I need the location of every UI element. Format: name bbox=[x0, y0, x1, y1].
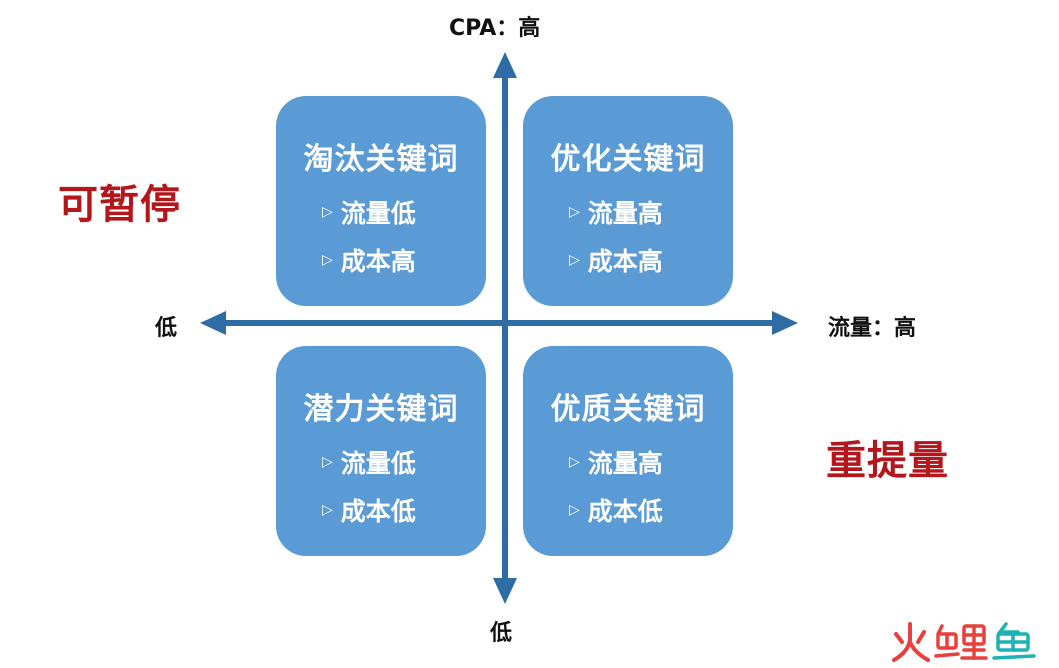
triangle-bullet-icon: ▷ bbox=[322, 204, 333, 220]
quadrant-item: ▷ 成本高 bbox=[569, 242, 663, 278]
x-axis-high-label: 流量：高 bbox=[828, 316, 917, 341]
quadrant-quality: 优质关键词 ▷ 流量高 ▷ 成本低 bbox=[523, 346, 733, 556]
quadrant-item-label: 流量低 bbox=[340, 449, 416, 478]
y-axis-arrow-up bbox=[493, 52, 517, 78]
y-axis-arrow-down bbox=[493, 578, 517, 604]
quadrant-title: 淘汰关键词 bbox=[303, 142, 459, 177]
triangle-bullet-icon: ▷ bbox=[322, 502, 333, 518]
y-axis-high-label: CPA：高 bbox=[449, 16, 541, 41]
side-label-pausable: 可暂停 bbox=[58, 182, 181, 228]
triangle-bullet-icon: ▷ bbox=[322, 454, 333, 470]
triangle-bullet-icon: ▷ bbox=[322, 252, 333, 268]
quadrant-item-label: 成本高 bbox=[587, 247, 663, 276]
watermark-logo-graphic bbox=[892, 622, 1036, 662]
side-label-boost: 重提量 bbox=[826, 438, 949, 484]
quadrant-item-label: 流量高 bbox=[587, 449, 663, 478]
x-axis-arrow-left bbox=[200, 311, 226, 335]
x-axis-arrow-right bbox=[772, 311, 798, 335]
quadrant-item: ▷ 成本低 bbox=[322, 492, 416, 528]
triangle-bullet-icon: ▷ bbox=[569, 204, 580, 220]
triangle-bullet-icon: ▷ bbox=[569, 252, 580, 268]
quadrant-item-label: 成本低 bbox=[587, 497, 663, 526]
x-axis-low-label: 低 bbox=[155, 316, 178, 341]
logo-watermark-icon bbox=[888, 618, 1048, 664]
quadrant-item-label: 流量高 bbox=[587, 199, 663, 228]
quadrant-eliminate: 淘汰关键词 ▷ 流量低 ▷ 成本高 bbox=[276, 96, 486, 306]
quadrant-item: ▷ 流量低 bbox=[322, 444, 416, 480]
quadrant-title: 优质关键词 bbox=[550, 392, 706, 427]
quadrant-item: ▷ 成本高 bbox=[322, 242, 416, 278]
quadrant-item: ▷ 流量高 bbox=[569, 194, 663, 230]
quadrant-item-label: 流量低 bbox=[340, 199, 416, 228]
quadrant-optimize: 优化关键词 ▷ 流量高 ▷ 成本高 bbox=[523, 96, 733, 306]
quadrant-item-label: 成本高 bbox=[340, 247, 416, 276]
quadrant-item-label: 成本低 bbox=[340, 497, 416, 526]
quadrant-title: 优化关键词 bbox=[550, 142, 706, 177]
quadrant-title: 潜力关键词 bbox=[303, 392, 459, 427]
quadrant-item: ▷ 流量低 bbox=[322, 194, 416, 230]
triangle-bullet-icon: ▷ bbox=[569, 502, 580, 518]
quadrant-potential: 潜力关键词 ▷ 流量低 ▷ 成本低 bbox=[276, 346, 486, 556]
y-axis-low-label: 低 bbox=[490, 621, 513, 646]
triangle-bullet-icon: ▷ bbox=[569, 454, 580, 470]
quadrant-item: ▷ 成本低 bbox=[569, 492, 663, 528]
quadrant-item: ▷ 流量高 bbox=[569, 444, 663, 480]
